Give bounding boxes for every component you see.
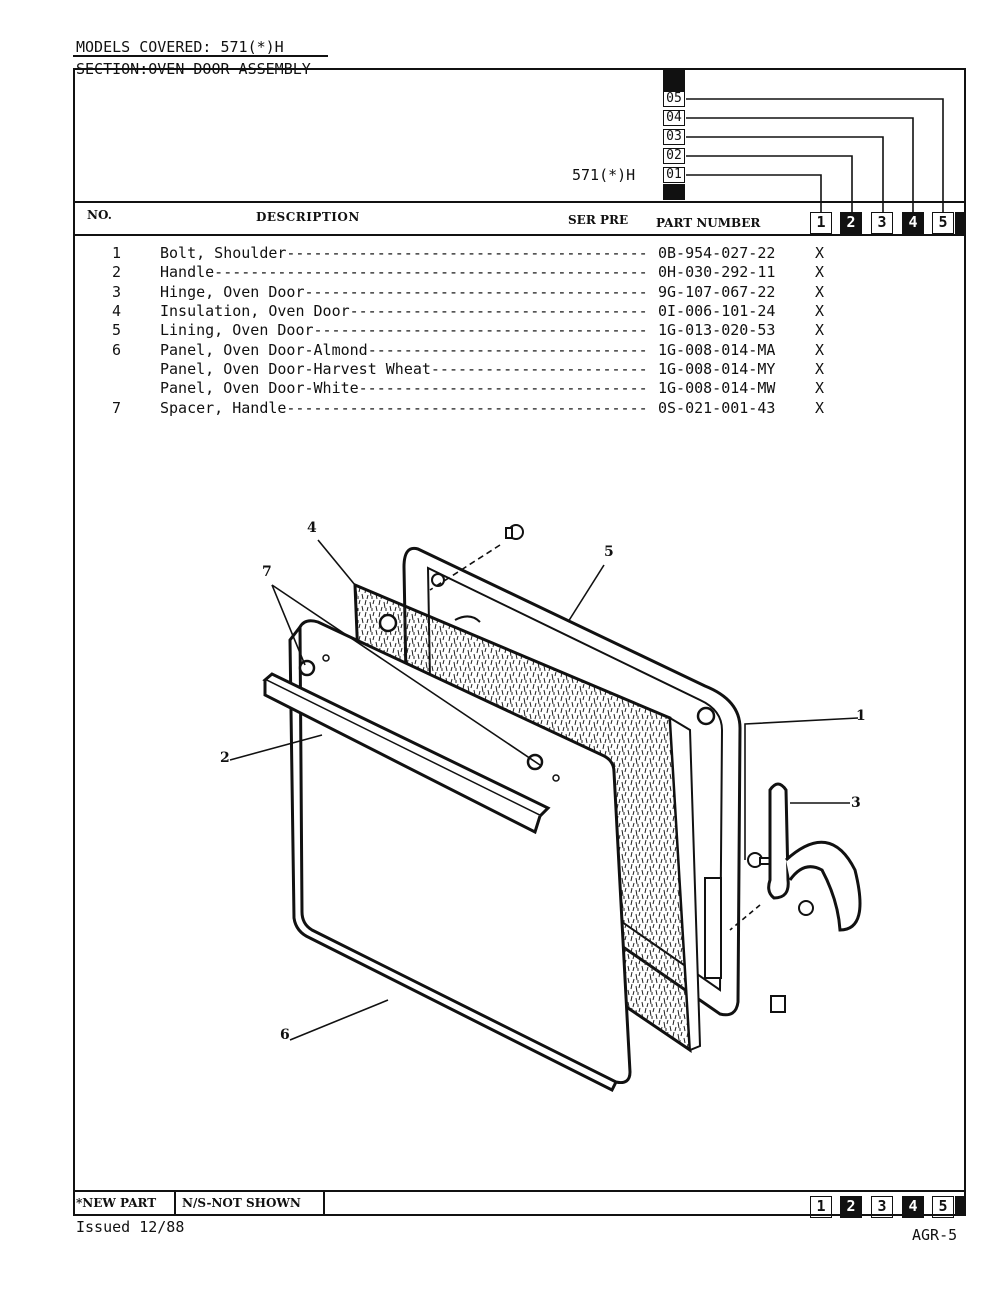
table-row: Panel, Oven Door-White -----------------…	[160, 379, 825, 397]
part-no: 5	[112, 321, 122, 339]
part-no: 2	[112, 263, 122, 281]
table-row: 3 Hinge, Oven Door ---------------------…	[112, 283, 825, 301]
part-no: 1	[112, 244, 122, 262]
part-description: Handle	[160, 263, 215, 281]
section-title: SECTION:OVEN DOOR ASSEMBLY	[76, 60, 311, 78]
col-part-number: PART NUMBER	[656, 216, 761, 230]
model-code-leader-lines	[686, 98, 944, 212]
col-model-4: 4	[902, 212, 924, 234]
part-mark: X	[815, 244, 825, 262]
model-code-black-cap	[663, 69, 685, 91]
part-number: 1G-008-014-MA	[658, 341, 776, 359]
callout-1: 1	[856, 708, 866, 724]
footer-divider	[323, 1190, 325, 1216]
hinge-clip-icon	[770, 995, 786, 1013]
model-code-black-base	[663, 184, 685, 200]
part-description: Bolt, Shoulder	[160, 244, 287, 262]
hinge-oven-door	[767, 782, 862, 932]
part-mark: X	[815, 263, 825, 281]
model-code-01: 01	[663, 167, 685, 183]
handle-bar	[262, 672, 551, 835]
col-model-end-bar	[955, 212, 966, 234]
model-code-04: 04	[663, 110, 685, 126]
footer-model-4: 4	[902, 1196, 924, 1218]
shoulder-bolt-icon	[505, 524, 524, 540]
footer-model-1: 1	[810, 1196, 832, 1218]
part-mark: X	[815, 399, 825, 417]
callout-2: 2	[220, 750, 230, 766]
part-description: Panel, Oven Door-White	[160, 379, 359, 397]
part-number: 0B-954-027-22	[658, 244, 776, 262]
header-rule-bottom	[73, 234, 966, 236]
part-description: Lining, Oven Door	[160, 321, 314, 339]
shoulder-bolt-icon	[798, 900, 814, 916]
model-code-03: 03	[663, 129, 685, 145]
model-code-05: 05	[663, 91, 685, 107]
part-no: 7	[112, 399, 122, 417]
table-row: 5 Lining, Oven Door --------------------…	[112, 321, 825, 339]
part-number: 0S-021-001-43	[658, 399, 776, 417]
table-row: 2 Handle -------------------------------…	[112, 263, 825, 281]
issued-date: Issued 12/88	[76, 1218, 185, 1236]
callout-4: 4	[307, 520, 317, 536]
footer-divider	[174, 1190, 176, 1216]
part-number: 9G-107-067-22	[658, 283, 776, 301]
footer-rule-top	[73, 1190, 966, 1192]
oven-door-exploded-diagram	[229, 524, 862, 1093]
part-description: Panel, Oven Door-Harvest Wheat	[160, 360, 431, 378]
col-model-2: 2	[840, 212, 862, 234]
table-row: 7 Spacer, Handle -----------------------…	[112, 399, 825, 417]
part-number: 0I-006-101-24	[658, 302, 776, 320]
col-description: DESCRIPTION	[256, 210, 360, 224]
part-mark: X	[815, 302, 825, 320]
part-number: 0H-030-292-11	[658, 263, 776, 281]
callout-7: 7	[262, 564, 272, 580]
footer-new-part: *NEW PART	[76, 1196, 157, 1210]
footer-model-end-bar	[955, 1196, 966, 1216]
page-frame	[73, 68, 966, 1216]
header-rule-top	[73, 201, 966, 203]
callout-3: 3	[851, 795, 861, 811]
models-covered-label: MODELS COVERED: 571(*)H	[76, 38, 284, 56]
table-row: 1 Bolt, Shoulder -----------------------…	[112, 244, 825, 262]
part-number: 1G-008-014-MW	[658, 379, 776, 397]
col-ser-pre: SER PRE	[568, 213, 629, 227]
page-code: AGR-5	[912, 1226, 958, 1244]
model-label: 571(*)H	[572, 166, 636, 184]
part-description: Hinge, Oven Door	[160, 283, 305, 301]
footer-model-3: 3	[871, 1196, 893, 1218]
col-model-3: 3	[871, 212, 893, 234]
part-description: Insulation, Oven Door	[160, 302, 350, 320]
table-row: 4 Insulation, Oven Door ----------------…	[112, 302, 825, 320]
table-row: Panel, Oven Door-Harvest Wheat ---------…	[160, 360, 825, 378]
part-no: 3	[112, 283, 122, 301]
part-no: 4	[112, 302, 122, 320]
callout-5: 5	[604, 544, 614, 560]
part-mark: X	[815, 360, 825, 378]
col-model-1: 1	[810, 212, 832, 234]
part-mark: X	[815, 341, 825, 359]
part-mark: X	[815, 379, 825, 397]
callout-6: 6	[280, 1027, 290, 1043]
part-mark: X	[815, 321, 825, 339]
table-row: 6 Panel, Oven Door-Almond --------------…	[112, 341, 825, 359]
spacer-handle-icon	[298, 659, 316, 677]
footer-model-5: 5	[932, 1196, 954, 1218]
part-no: 6	[112, 341, 122, 359]
lining-hole-icon	[696, 706, 716, 726]
part-number: 1G-008-014-MY	[658, 360, 776, 378]
part-number: 1G-013-020-53	[658, 321, 776, 339]
part-mark: X	[815, 283, 825, 301]
col-model-5: 5	[932, 212, 954, 234]
part-description: Spacer, Handle	[160, 399, 287, 417]
footer-model-2: 2	[840, 1196, 862, 1218]
footer-not-shown: N/S-NOT SHOWN	[182, 1196, 301, 1210]
models-covered-underline	[73, 55, 328, 57]
col-no: NO.	[87, 208, 112, 222]
part-description: Panel, Oven Door-Almond	[160, 341, 368, 359]
model-code-02: 02	[663, 148, 685, 164]
